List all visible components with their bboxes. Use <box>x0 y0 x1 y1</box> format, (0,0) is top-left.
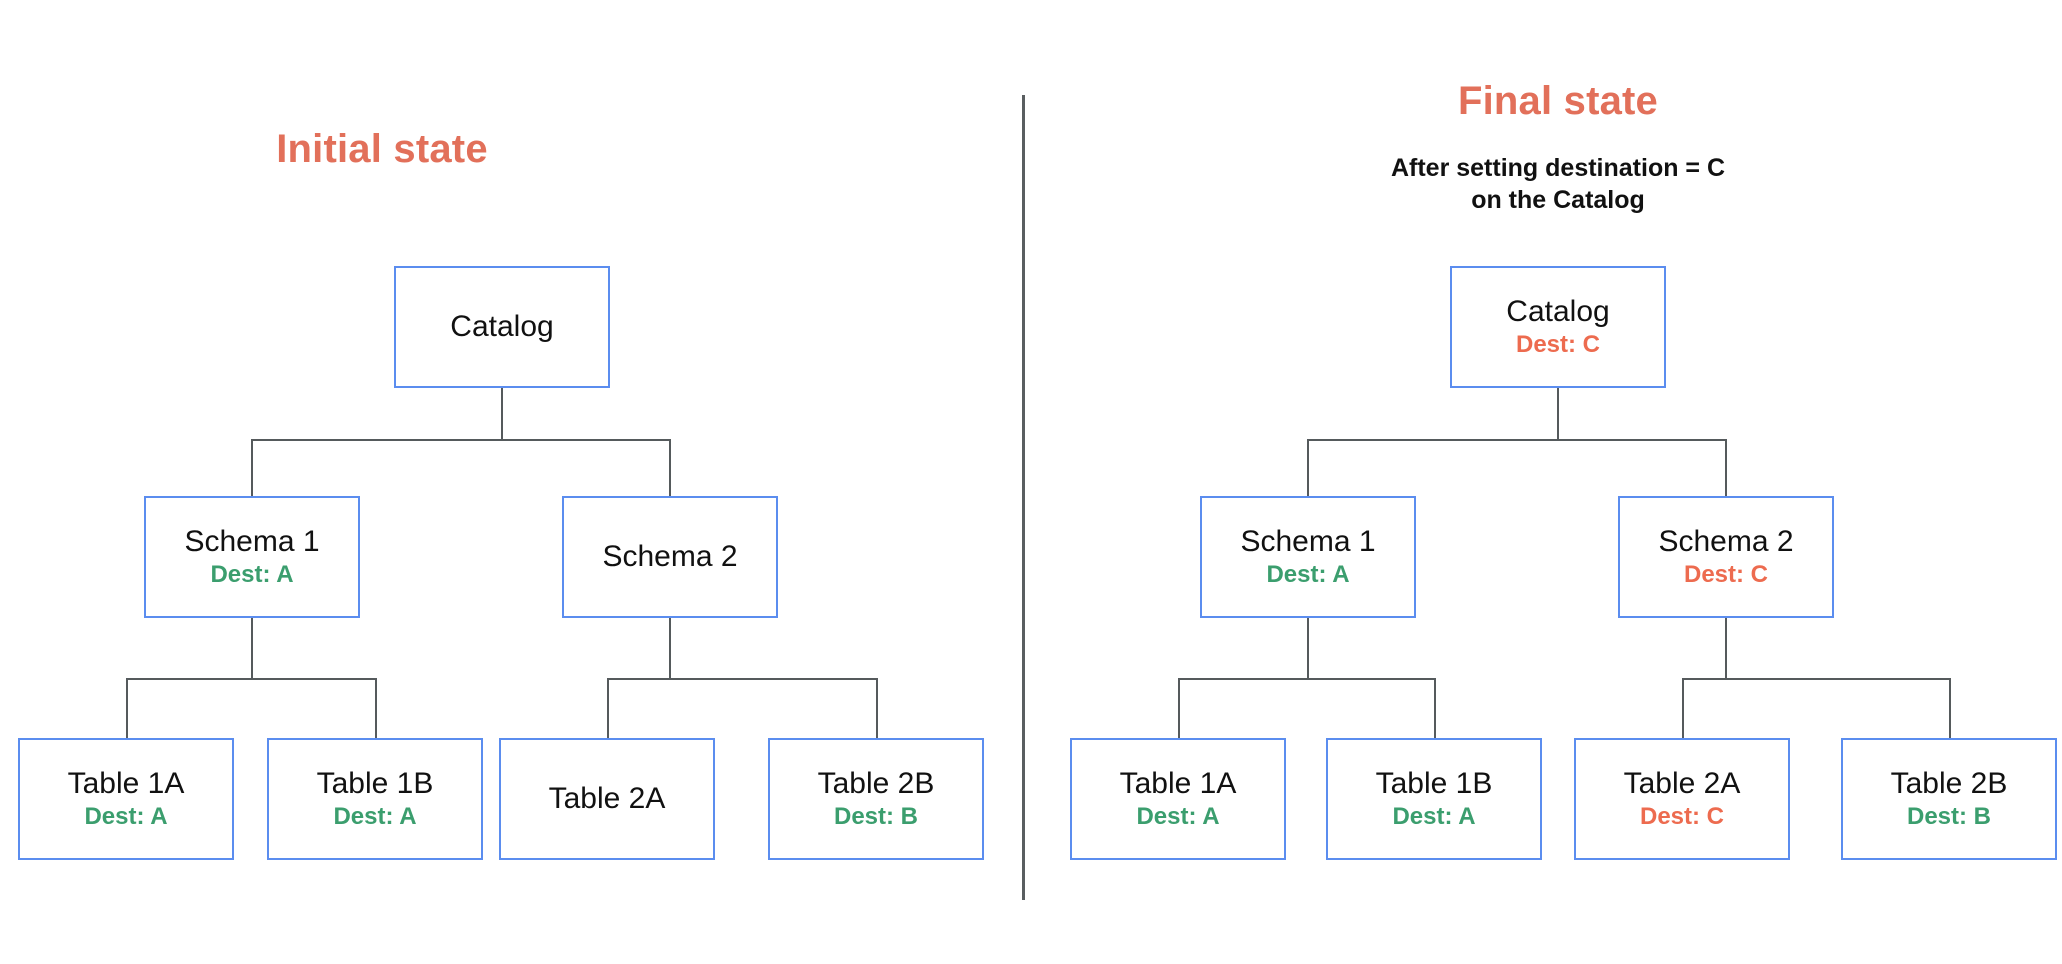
node-table1a-initial[interactable]: Table 1A Dest: A <box>18 738 234 860</box>
node-dest-label: Dest: C <box>1515 331 1600 359</box>
initial-state-title: Initial state <box>276 127 488 171</box>
final-state-title: Final state <box>1457 79 1659 123</box>
node-table2b-initial[interactable]: Table 2B Dest: B <box>768 738 984 860</box>
edge-to-table1a <box>126 678 128 738</box>
panel-divider <box>1022 95 1025 900</box>
node-dest-label: Dest: A <box>210 561 294 589</box>
edge-to-table2a <box>1682 678 1684 738</box>
edge-schema1-down <box>251 618 253 680</box>
node-catalog-final[interactable]: Catalog Dest: C <box>1450 266 1666 388</box>
node-dest-label: Dest: C <box>1683 561 1768 589</box>
edge-table2-bus <box>1682 678 1951 680</box>
node-label: Table 2B <box>817 766 935 800</box>
node-label: Table 1A <box>67 766 185 800</box>
node-dest-label: Dest: A <box>333 803 417 831</box>
edge-schema2-down <box>1725 618 1727 680</box>
node-schema1-initial[interactable]: Schema 1 Dest: A <box>144 496 360 618</box>
node-catalog-initial[interactable]: Catalog <box>394 266 610 388</box>
edge-to-table2b <box>876 678 878 738</box>
node-label: Schema 1 <box>184 524 320 558</box>
node-label: Table 1B <box>1375 766 1493 800</box>
edge-schema-bus <box>1307 439 1727 441</box>
node-label: Table 2A <box>548 781 666 815</box>
node-label: Schema 1 <box>1240 524 1376 558</box>
final-state-subtitle-line1: After setting destination = C <box>1390 154 1726 182</box>
node-dest-label: Dest: A <box>1392 803 1476 831</box>
node-table1a-final[interactable]: Table 1A Dest: A <box>1070 738 1286 860</box>
node-label: Table 1A <box>1119 766 1237 800</box>
edge-table1-bus <box>126 678 377 680</box>
edge-catalog-down <box>1557 388 1559 441</box>
node-table2b-final[interactable]: Table 2B Dest: B <box>1841 738 2057 860</box>
node-label: Schema 2 <box>1658 524 1794 558</box>
node-label: Table 1B <box>316 766 434 800</box>
node-table1b-initial[interactable]: Table 1B Dest: A <box>267 738 483 860</box>
edge-to-table1a <box>1178 678 1180 738</box>
edge-schema2-down <box>669 618 671 680</box>
edge-to-schema1 <box>251 439 253 497</box>
node-dest-label: Dest: A <box>1266 561 1350 589</box>
node-schema2-initial[interactable]: Schema 2 <box>562 496 778 618</box>
edge-schema-bus <box>251 439 671 441</box>
final-state-subtitle-line2: on the Catalog <box>1471 186 1645 214</box>
node-label: Table 2A <box>1623 766 1741 800</box>
node-table2a-initial[interactable]: Table 2A <box>499 738 715 860</box>
edge-table1-bus <box>1178 678 1436 680</box>
node-dest-label: Dest: A <box>84 803 168 831</box>
edge-schema1-down <box>1307 618 1309 680</box>
edge-to-schema2 <box>669 439 671 497</box>
node-dest-label: Dest: B <box>833 803 918 831</box>
edge-catalog-down <box>501 388 503 441</box>
edge-to-table2b <box>1949 678 1951 738</box>
node-label: Schema 2 <box>602 539 738 573</box>
node-dest-label: Dest: C <box>1639 803 1724 831</box>
node-schema2-final[interactable]: Schema 2 Dest: C <box>1618 496 1834 618</box>
edge-to-schema2 <box>1725 439 1727 497</box>
node-label: Catalog <box>1506 294 1610 328</box>
node-dest-label: Dest: A <box>1136 803 1220 831</box>
edge-to-table1b <box>1434 678 1436 738</box>
edge-to-table2a <box>607 678 609 738</box>
edge-to-table1b <box>375 678 377 738</box>
edge-to-schema1 <box>1307 439 1309 497</box>
node-table1b-final[interactable]: Table 1B Dest: A <box>1326 738 1542 860</box>
edge-table2-bus <box>607 678 878 680</box>
node-label: Catalog <box>450 309 554 343</box>
node-table2a-final[interactable]: Table 2A Dest: C <box>1574 738 1790 860</box>
node-schema1-final[interactable]: Schema 1 Dest: A <box>1200 496 1416 618</box>
node-dest-label: Dest: B <box>1906 803 1991 831</box>
node-label: Table 2B <box>1890 766 2008 800</box>
